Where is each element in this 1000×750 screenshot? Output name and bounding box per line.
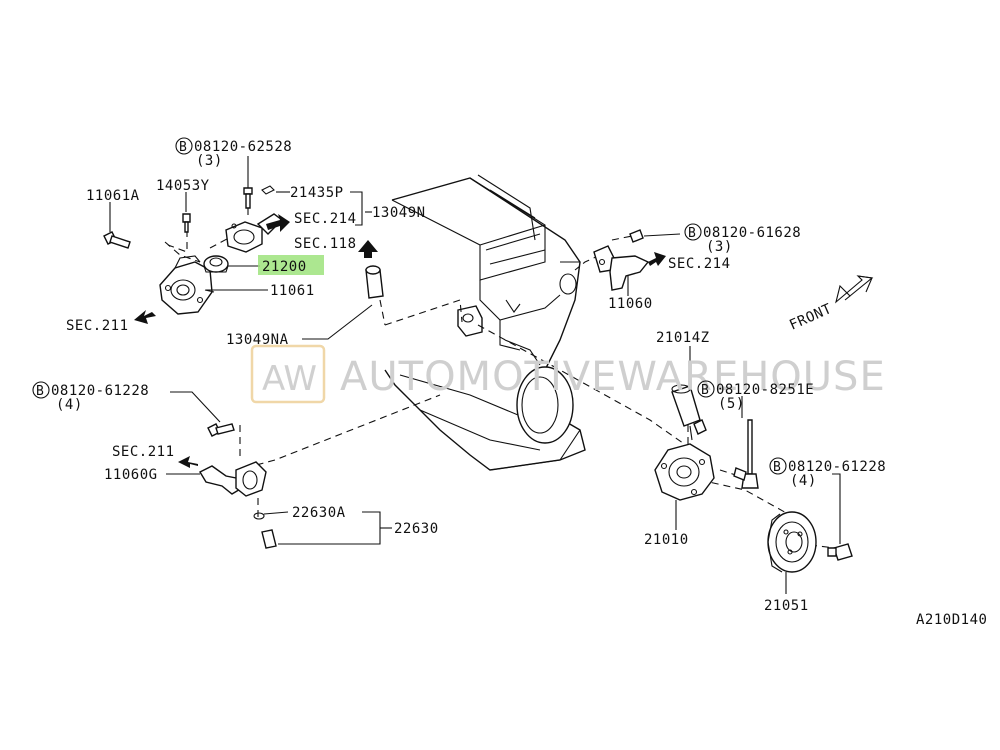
arrow-sec214-right [648,252,666,266]
assembly-lines [164,196,836,549]
watermark: AW AUTOMOTIVEWAREHOUSE [250,344,886,404]
bolt-symbol-right: B [688,226,696,241]
part-22630-sensor [253,512,277,549]
label-sec214-right[interactable]: SEC.214 [668,256,731,272]
label-bolt-08120-8251e-qty: (5) [718,396,745,412]
watermark-logo-frame [250,344,326,404]
label-bolt-08120-61228-right-qty: (4) [790,473,817,489]
label-bolt-08120-61228-right[interactable]: 08120-61228 [788,459,886,475]
label-sec211-left[interactable]: SEC.211 [66,318,129,334]
front-label: FRONT [787,301,834,334]
label-sec214-top[interactable]: SEC.214 [294,211,357,227]
label-bolt-08120-8251e[interactable]: 08120-8251E [716,382,814,398]
arrow-sec211-left [134,310,156,324]
bolt-symbol-8251e: B [701,383,709,398]
part-11060-outlet [593,229,650,291]
label-21435p[interactable]: 21435P [290,185,344,201]
diagram-id: A210D140 [916,612,987,628]
bolt-symbol-61228-right: B [773,460,781,475]
label-11061[interactable]: 11061 [270,283,315,299]
part-21200-thermostat [203,255,229,273]
label-bolt-08120-62528-qty: (3) [196,153,223,169]
label-bolt-08120-61228-left[interactable]: 08120-61228 [51,383,149,399]
label-sec211-lower[interactable]: SEC.211 [112,444,175,460]
label-21010[interactable]: 21010 [644,532,689,548]
label-11060g[interactable]: 11060G [104,467,158,483]
label-bolt-08120-61628[interactable]: 08120-61628 [703,225,801,241]
label-21014z[interactable]: 21014Z [656,330,710,346]
label-13049na[interactable]: 13049NA [226,332,289,348]
label-13049n[interactable]: 13049N [372,205,426,221]
label-21051[interactable]: 21051 [764,598,809,614]
bolt-symbol-top: B [179,140,187,155]
part-21010-water-pump [654,419,715,501]
engine-block [384,174,586,471]
bolt-symbol-61228-left: B [36,384,44,399]
label-bolt-08120-62528[interactable]: 08120-62528 [194,139,292,155]
arrow-sec211-lower [178,456,198,468]
label-bolt-08120-61628-qty: (3) [706,239,733,255]
label-bolt-08120-61228-left-qty: (4) [56,397,83,413]
watermark-text: AUTOMOTIVEWAREHOUSE [340,354,886,400]
label-22630[interactable]: 22630 [394,521,439,537]
part-top-bolts [243,185,275,209]
part-11061a-bolt [103,231,131,249]
highlight-21200 [258,255,324,275]
leader-lines [109,156,841,594]
part-8251e-bolt [733,419,759,489]
part-21014z-sensor [671,384,701,441]
bolt-symbol-icons: B B B B B [32,137,787,475]
label-14053y[interactable]: 14053Y [156,178,210,194]
arrow-sec118 [358,240,378,258]
label-sec118[interactable]: SEC.118 [294,236,357,252]
part-14053y-bolt [182,213,191,233]
front-arrow-icon [835,275,874,304]
part-water-outlet-top [225,213,284,253]
part-11060g-pipe [199,423,267,497]
arrow-sec214-top [266,214,290,232]
part-labels: 11061A 14053Y 08120-62528 (3) 21435P SEC… [51,139,987,628]
part-61228-right-bolt [827,543,853,561]
label-11060[interactable]: 11060 [608,296,653,312]
part-13049na-plug [365,265,384,299]
part-21051-pulley [767,511,817,573]
watermark-logo: AW [262,359,317,399]
label-22630a[interactable]: 22630A [292,505,346,521]
label-11061a[interactable]: 11061A [86,188,140,204]
label-21200[interactable]: 21200 [262,259,307,275]
